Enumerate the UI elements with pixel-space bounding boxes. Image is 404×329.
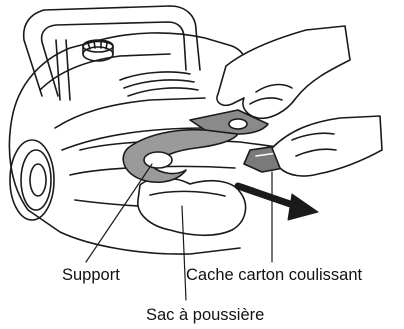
label-sliding-carton-cover: Cache carton coulissant	[186, 267, 362, 284]
top-vent	[120, 72, 198, 96]
rear-wheel	[10, 140, 54, 220]
dust-bag	[138, 178, 246, 235]
pull-arrow	[238, 186, 318, 220]
hands	[217, 26, 382, 176]
handle	[24, 6, 200, 100]
label-dust-bag: Sac à poussière	[146, 307, 264, 324]
label-support: Support	[62, 267, 120, 284]
support-part	[123, 110, 268, 182]
